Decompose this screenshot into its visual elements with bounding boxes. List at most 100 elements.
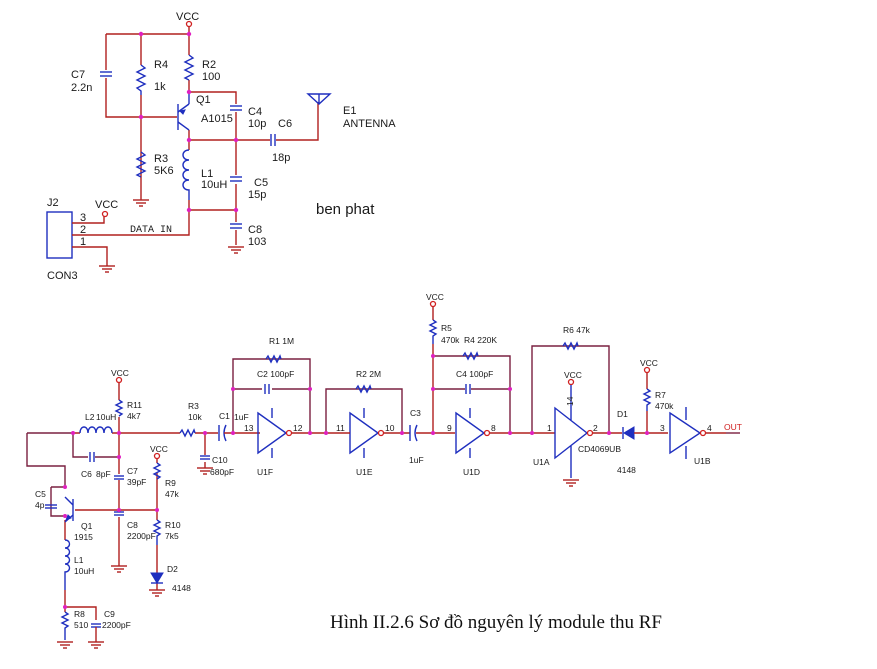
rx-q1-ref: Q1 (81, 521, 93, 531)
j2-value: CON3 (47, 270, 78, 282)
u1a-part-number: CD4069UB (578, 444, 621, 454)
c6-ref: C6 (278, 118, 292, 130)
antenna-icon (306, 93, 332, 105)
rx-c4-ref: C4 100pF (456, 369, 493, 379)
rx-r9-ref: R9 (165, 478, 176, 488)
rx-c8-value: 2200pF (127, 531, 156, 541)
rx-r1-ref: R1 1M (269, 336, 294, 346)
rx-r1-resistor (265, 354, 282, 364)
rx-r5-resistor (428, 319, 438, 344)
rx-d1-ref: D1 (617, 409, 628, 419)
rx-r10-value: 7k5 (165, 531, 179, 541)
u1e-ref: U1E (356, 467, 373, 477)
e1-value: ANTENNA (343, 118, 396, 130)
c8-value: 103 (248, 236, 266, 248)
u1f-pin-in: 13 (244, 423, 254, 433)
rx-d2-ref: D2 (167, 564, 178, 574)
r3-value: 5K6 (154, 165, 174, 177)
l1-ref: L1 (201, 168, 213, 180)
vcc-label-j2: VCC (95, 199, 118, 211)
u1f-inverter (257, 408, 288, 458)
vcc-label-r11: VCC (111, 368, 129, 378)
r4-ref: R4 (154, 59, 168, 71)
j2-ref: J2 (47, 197, 59, 209)
l2-value: 10uH (96, 412, 116, 422)
c7-value: 2.2n (71, 82, 92, 94)
vcc-label-r9: VCC (150, 444, 168, 454)
transmitter-title: ben phat (316, 201, 375, 218)
transmitter-circuit: VCC C7 2.2n R4 1k R2 100 Q1 A1015 C4 10p… (46, 11, 396, 282)
r11-value: 4k7 (127, 411, 141, 421)
r11-ref: R11 (127, 400, 142, 410)
rx-r6-resistor (562, 341, 579, 351)
u1d-inverter (455, 408, 486, 458)
q1-transistor (177, 92, 190, 131)
u1e-pin-out: 10 (385, 423, 395, 433)
r2-resistor (183, 54, 195, 81)
u1b-pin-out: 4 (707, 423, 712, 433)
rx-r3-resistor (179, 428, 196, 438)
rx-q1-transistor (64, 496, 74, 523)
rx-r8-ref: R8 (74, 609, 85, 619)
rx-r5-value: 470k (441, 335, 460, 345)
rx-r10-resistor (152, 519, 162, 545)
rx-c5-ref: C5 (35, 489, 46, 499)
rx-r3-value: 10k (188, 412, 202, 422)
net-data-in-label: DATA IN (130, 225, 172, 236)
c7-ref: C7 (71, 69, 85, 81)
rx-c8-ref: C8 (127, 520, 138, 530)
rx-c6-ref: C6 (81, 469, 92, 479)
rx-r9-resistor (152, 462, 162, 480)
rx-r7-value: 470k (655, 401, 674, 411)
j2-connector (46, 211, 73, 259)
c6-value: 18p (272, 152, 290, 164)
rx-d1-value: 4148 (617, 465, 636, 475)
c5-ref: C5 (254, 177, 268, 189)
u1a-pin-vcc: 14 (565, 396, 575, 406)
pin-2-label: 2 (80, 224, 86, 236)
vcc-label: VCC (176, 11, 199, 23)
rx-r4-ref: R4 220K (464, 335, 497, 345)
vcc-label-r5: VCC (426, 292, 444, 302)
rx-r4-resistor (462, 351, 479, 361)
rx-l1-inductor (64, 539, 71, 590)
l1-value: 10uH (201, 179, 227, 191)
r3-resistor (135, 151, 147, 178)
rx-c1-ref: C1 (219, 411, 230, 421)
r4-value: 1k (154, 81, 166, 93)
e1-ref: E1 (343, 105, 356, 117)
rx-c3-ref: C3 (410, 408, 421, 418)
u1a-inverter (554, 385, 589, 478)
u1b-ref: U1B (694, 456, 711, 466)
rx-r5-ref: R5 (441, 323, 452, 333)
rx-c3-value: 1uF (409, 455, 424, 465)
pin-3-label: 3 (80, 212, 86, 224)
q1-value: A1015 (201, 113, 233, 125)
rx-c7-value: 39pF (127, 477, 146, 487)
vcc-label-r7: VCC (640, 358, 658, 368)
u1b-pin-in: 3 (660, 423, 665, 433)
rx-c10-value: 680pF (210, 467, 234, 477)
r4-resistor (135, 64, 147, 95)
rx-r3-ref: R3 (188, 401, 199, 411)
rx-c2-ref: C2 100pF (257, 369, 294, 379)
c4-value: 10p (248, 118, 266, 130)
r11-resistor (114, 399, 124, 417)
rx-r10-ref: R10 (165, 520, 181, 530)
rx-r2-resistor (355, 384, 372, 394)
r2-value: 100 (202, 71, 220, 83)
rx-c10-ref: C10 (212, 455, 228, 465)
c8-ref: C8 (248, 224, 262, 236)
rx-l1-ref: L1 (74, 555, 84, 565)
c5-value: 15p (248, 189, 266, 201)
u1d-pin-out: 8 (491, 423, 496, 433)
rx-q1-value: 1915 (74, 532, 93, 542)
figure-caption: Hình II.2.6 Sơ đồ nguyên lý module thu R… (330, 612, 662, 633)
rx-c7-ref: C7 (127, 466, 138, 476)
rx-r6-ref: R6 47k (563, 325, 591, 335)
rx-r7-resistor (642, 388, 652, 411)
rx-d2-diode (150, 572, 164, 584)
u1a-ref: U1A (533, 457, 550, 467)
l2-ref: L2 (85, 412, 95, 422)
